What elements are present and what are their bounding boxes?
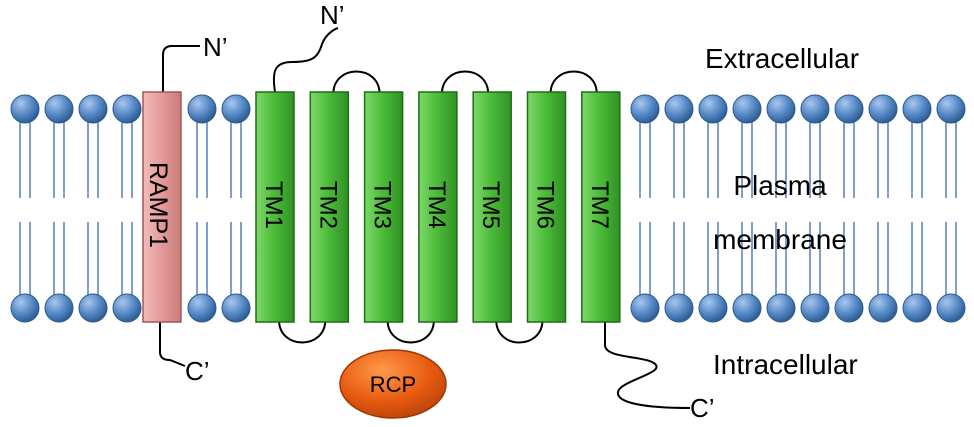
lipid-heads [10, 94, 966, 323]
plasma-membrane-label-line1: Plasma [733, 170, 827, 201]
lipid-head [44, 293, 74, 323]
tm-helix-7-label: TM7 [586, 181, 613, 229]
intracellular-loop-1 [278, 319, 327, 344]
receptor-loops [278, 70, 598, 344]
ramp1-c-terminus: C’ [185, 356, 210, 386]
ramp1-helix [142, 91, 182, 323]
ramp1-label: RAMP1 [144, 162, 172, 248]
tm-helix-7 [581, 91, 621, 323]
lipid-head [868, 94, 898, 124]
lipid-head [187, 94, 217, 124]
ramp1-c-terminus-line [159, 322, 186, 367]
lipid-head [868, 293, 898, 323]
lipid-head [732, 293, 762, 323]
lipid-head [766, 293, 796, 323]
intracellular-loop-3 [495, 319, 544, 344]
tm-helix-6-label: TM6 [532, 181, 559, 229]
receptor-n-terminus: N’ [320, 0, 345, 30]
rcp-ellipse [339, 349, 447, 419]
tm-helices: TM1 TM2 TM3 TM4 TM5 TM6 TM7 [255, 91, 621, 323]
tm-helix-1-label: TM1 [260, 181, 287, 229]
lipid-head [732, 94, 762, 124]
tm-helix-1 [255, 91, 295, 323]
lipid-head [902, 94, 932, 124]
ramp1-n-terminus: N’ [203, 32, 228, 62]
lipid-head [800, 94, 830, 124]
tm-helix-2 [309, 91, 350, 323]
lipid-head [112, 94, 142, 124]
lipid-head [10, 293, 40, 323]
tm-helix-4 [418, 91, 458, 323]
lipid-head [78, 293, 108, 323]
lipid-head [630, 293, 660, 323]
lipid-head [44, 94, 74, 124]
lipid-head [902, 293, 932, 323]
receptor-n-terminus-line [272, 27, 339, 93]
lipid-head [698, 94, 728, 124]
lipid-head [834, 293, 864, 323]
lipid-head [630, 94, 660, 124]
tm-helix-6 [526, 91, 567, 323]
tm-helix-2-label: TM2 [314, 181, 341, 229]
rcp-protein: RCP [339, 349, 447, 419]
lipid-head [221, 293, 251, 323]
extracellular-loop-2 [440, 70, 490, 95]
ramp1: RAMP1 N’ C’ [142, 32, 228, 386]
receptor-c-terminus: C’ [690, 393, 715, 423]
lipid-head [936, 293, 966, 323]
extracellular-loop-3 [549, 70, 598, 95]
lipid-head [187, 293, 217, 323]
lipid-head [78, 94, 108, 124]
tm-helix-4-label: TM4 [423, 181, 450, 229]
lipid-head [800, 293, 830, 323]
plasma-membrane-label-line2: membrane [713, 224, 847, 255]
ramp1-n-terminus-line [162, 45, 200, 98]
lipid-head [221, 94, 251, 124]
extracellular-loop-1 [332, 70, 381, 95]
lipid-head [10, 94, 40, 124]
tm-helix-5-label: TM5 [477, 181, 504, 229]
lipid-head [936, 94, 966, 124]
extracellular-label: Extracellular [705, 43, 859, 74]
lipid-head [664, 94, 694, 124]
lipid-head [664, 293, 694, 323]
receptor-c-terminus-line [604, 322, 691, 409]
tm-helix-3 [363, 91, 404, 323]
intracellular-label: Intracellular [713, 349, 858, 380]
tm-helix-3-label: TM3 [369, 181, 396, 229]
lipid-head [766, 94, 796, 124]
rcp-label: RCP [370, 372, 416, 397]
lipid-head [112, 293, 142, 323]
lipid-head [834, 94, 864, 124]
lipid-head [698, 293, 728, 323]
tm-helix-5 [472, 91, 512, 323]
lipid-tails [19, 121, 957, 296]
intracellular-loop-2 [386, 319, 435, 344]
